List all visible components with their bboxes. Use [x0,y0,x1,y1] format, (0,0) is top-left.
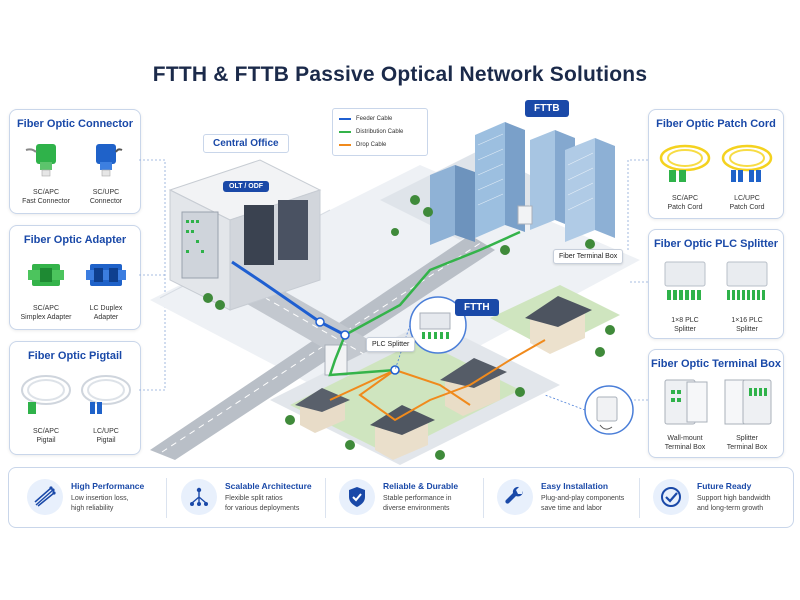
panel-title: Fiber Optic Adapter [23,234,127,246]
1x16-plc-splitter-icon [726,261,768,300]
network-tree-icon [181,479,217,515]
panel-fiber-optic-connector: Fiber Optic Connector SC/APC Fast Connec… [9,109,141,214]
distribution-cable-fttb [344,230,521,337]
splitter-terminal-box-icon [724,379,772,425]
features-strip: High Performance Low insertion loss,high… [8,467,794,528]
cable-legend: Feeder Cable Distribution Cable Drop Cab… [332,108,428,156]
item-sc-upc-connector: SC/UPC Connector [89,189,123,205]
fttb-label: FTTB [525,100,569,117]
ftth-houses [295,296,592,460]
lc-duplex-adapter-icon [86,264,126,286]
wrench-icon [497,479,533,515]
legend-distribution-cable: Distribution Cable [339,129,403,135]
panel-fiber-optic-plc-splitter: Fiber Optic PLC Splitter 1×8 PLC Splitte… [648,229,784,339]
legend-feeder-cable: Feeder Cable [339,116,392,122]
panel-title: Fiber Optic Terminal Box [651,358,781,370]
central-office-building [168,159,322,311]
panel-fiber-optic-pigtail: Fiber Optic Pigtail SC/APC Pigtail LC/UP… [9,341,141,455]
item-sc-apc-patch-cord: SC/APC Patch Cord [667,195,703,211]
sc-apc-patch-cord-icon [659,144,711,182]
feature-high-performance: High Performance Low insertion loss,high… [19,468,167,527]
feeder-cable [231,260,346,337]
item-sc-apc-fast-connector: SC/APC Fast Connector [22,189,70,205]
feature-easy-installation: Easy Installation Plug-and-play componen… [489,468,639,527]
item-lc-upc-pigtail: LC/UPC Pigtail [93,428,119,444]
wall-mount-terminal-box-icon [664,379,708,425]
page-title: FTTH & FTTB Passive Optical Network Solu… [152,63,648,86]
drop-cable [358,339,546,422]
olt-odf-label: OLT / ODF [223,181,270,192]
item-lc-upc-patch-cord: LC/UPC Patch Cord [729,195,765,211]
sc-apc-pigtail-icon [21,375,71,414]
item-lc-duplex-adapter: LC Duplex Adapter [89,305,123,321]
shield-check-icon [339,479,375,515]
panel-title: Fiber Optic Pigtail [27,350,123,362]
sc-apc-connector-icon [25,144,56,177]
sc-apc-adapter-icon [28,264,64,286]
feature-reliable-durable: Reliable & Durable Stable performance in… [331,468,481,527]
feature-scalable-architecture: Scalable Architecture Flexible split rat… [173,468,323,527]
panel-title: Fiber Optic Patch Cord [656,118,776,130]
panel-fiber-optic-patch-cord: Fiber Optic Patch Cord SC/APC Patch Cord… [648,109,784,219]
1x8-plc-splitter-icon [664,261,706,300]
central-office-label: Central Office [203,134,289,153]
panel-fiber-optic-terminal-box: Fiber Optic Terminal Box Wall-mount Term… [648,349,784,458]
fttb-buildings [430,122,615,245]
check-circle-icon [653,479,689,515]
lc-upc-patch-cord-icon [721,144,773,182]
item-1x8-plc-splitter: 1×8 PLC Splitter [671,317,699,333]
panel-title: Fiber Optic Connector [16,118,134,130]
panel-fiber-optic-adapter: Fiber Optic Adapter SC/APC Simplex Adapt… [9,225,141,330]
item-splitter-terminal-box: Splitter Terminal Box [726,435,768,451]
item-wall-mount-terminal-box: Wall-mount Terminal Box [664,435,706,451]
ftth-label: FTTH [455,299,499,316]
fiber-terminal-box-callout: Fiber Terminal Box [553,249,624,264]
item-sc-apc-pigtail: SC/APC Pigtail [32,428,60,444]
item-sc-apc-simplex-adapter: SC/APC Simplex Adapter [20,305,72,321]
legend-drop-cable: Drop Cable [339,142,386,148]
lc-upc-pigtail-icon [81,375,131,414]
fiber-bundle-icon [27,479,63,515]
distribution-cable-ftth [328,334,396,377]
plc-splitter-callout: PLC Splitter [366,337,416,352]
panel-title: Fiber Optic PLC Splitter [653,238,779,250]
sc-upc-connector-icon [96,144,123,177]
item-1x16-plc-splitter: 1×16 PLC Splitter [731,317,763,333]
